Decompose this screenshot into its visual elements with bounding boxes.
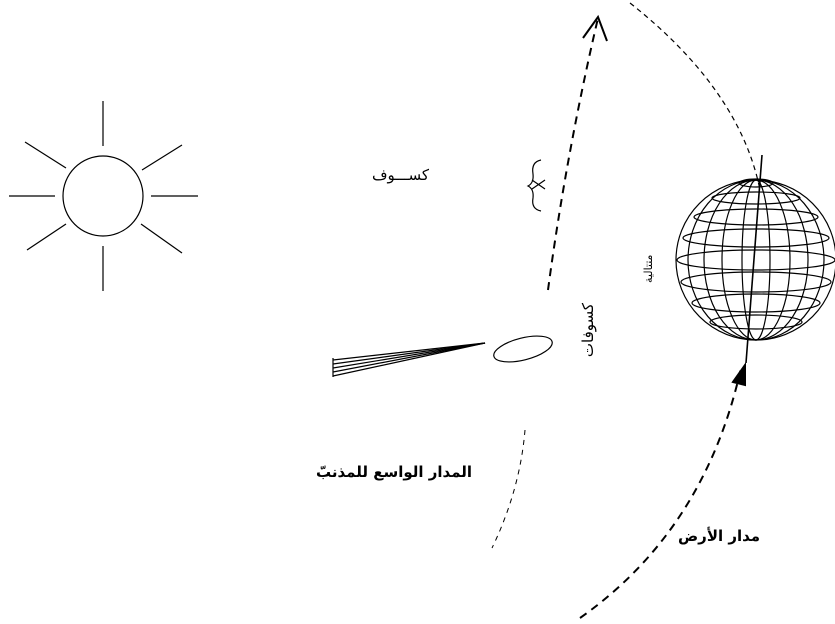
small-note-label: متتالية [642,254,655,283]
eclipse-label: كســـوف [372,166,430,184]
earth-orbit-arc [629,2,761,191]
brace-mark [526,159,546,212]
earth-orbit-lower [579,361,746,619]
comet-icon [332,335,553,377]
sun-icon [9,101,198,291]
earth-orbit-label: مدار الأرض [678,527,761,545]
globe-icon [675,154,835,364]
comet-path [547,14,608,291]
comet-wide-orbit-line [491,429,526,549]
eclipses-label: كسوفات [579,302,597,358]
comet-orbit-label: المدار الواسع للمذنبّ [316,463,473,481]
